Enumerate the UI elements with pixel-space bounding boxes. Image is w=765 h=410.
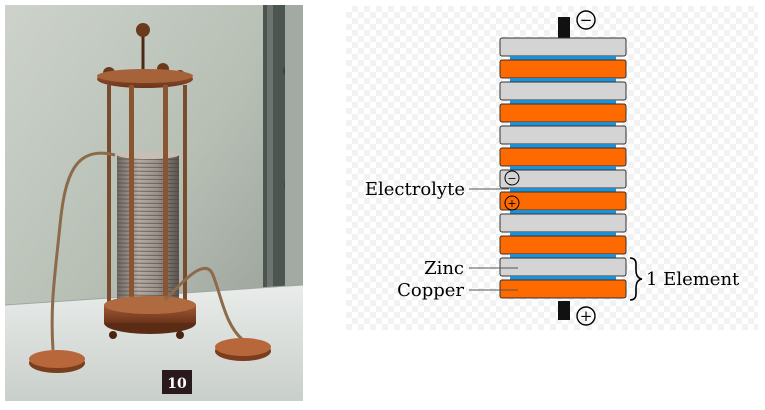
zinc-plate xyxy=(499,257,627,277)
exhibit-number-plaque xyxy=(162,370,192,394)
disc-line xyxy=(116,218,180,220)
disc-line xyxy=(116,266,180,268)
positive-terminal-symbol: + xyxy=(576,306,596,326)
copper-plate xyxy=(499,59,627,79)
cabinet-frame xyxy=(263,5,285,305)
glass-shelf xyxy=(5,285,303,401)
zinc-plate xyxy=(499,213,627,233)
disc-line xyxy=(116,210,180,212)
disc-stack xyxy=(116,151,180,307)
disc-line xyxy=(116,290,180,292)
disc-line xyxy=(116,234,180,236)
electrolyte-layer xyxy=(510,254,616,259)
disc-line xyxy=(116,226,180,228)
disc-line xyxy=(116,238,180,240)
disc-line xyxy=(116,186,180,188)
copper-plate xyxy=(499,235,627,255)
glass-rod xyxy=(163,85,168,310)
disc-line xyxy=(116,274,180,276)
diagram-svg: − + − + Electrolyte Zinc Copper 1 Elemen… xyxy=(346,6,758,330)
svg-text:−: − xyxy=(507,172,516,185)
disc-line xyxy=(116,202,180,204)
electrolyte-layer xyxy=(510,100,616,105)
copper-label: Copper xyxy=(397,280,464,301)
disc-line xyxy=(116,178,180,180)
disc-line xyxy=(116,230,180,232)
cell-stack xyxy=(499,37,627,299)
copper-plate xyxy=(499,147,627,167)
electrolyte-layer xyxy=(510,56,616,61)
disc-line xyxy=(116,170,180,172)
disc-line xyxy=(116,254,180,256)
disc-line xyxy=(116,162,180,164)
disc-line xyxy=(116,258,180,260)
disc-line xyxy=(116,222,180,224)
negative-terminal xyxy=(558,17,570,39)
disc-line xyxy=(116,158,180,160)
disc-line xyxy=(116,182,180,184)
voltaic-pile-photo: 10 xyxy=(4,5,304,401)
electrolyte-layer xyxy=(510,276,616,281)
copper-plate xyxy=(499,103,627,123)
electrolyte-layer xyxy=(510,144,616,149)
disc-line xyxy=(116,286,180,288)
zinc-plate xyxy=(499,125,627,145)
disc-line xyxy=(116,194,180,196)
disc-line xyxy=(116,206,180,208)
exhibit-number: 10 xyxy=(167,376,187,392)
electrolyte-layer xyxy=(510,188,616,193)
svg-text:+: + xyxy=(580,307,593,325)
disc-line xyxy=(116,278,180,280)
electrolyte-layer xyxy=(510,166,616,171)
right-wire xyxy=(163,266,245,342)
electrolyte-layer xyxy=(510,232,616,237)
electrolyte-label: Electrolyte xyxy=(365,179,465,200)
top-knob xyxy=(136,23,150,37)
electrolyte-layer xyxy=(510,122,616,127)
disc-line xyxy=(116,166,180,168)
disc-line xyxy=(116,190,180,192)
positive-terminal xyxy=(558,301,570,320)
disc-line xyxy=(116,242,180,244)
disc-line xyxy=(116,270,180,272)
svg-text:+: + xyxy=(507,197,516,210)
element-brace xyxy=(629,257,643,301)
electrolyte-plus-symbol: + xyxy=(504,195,520,211)
disc-line xyxy=(116,282,180,284)
glass-rod xyxy=(129,85,134,310)
electrolyte-layer xyxy=(510,78,616,83)
zinc-plate xyxy=(499,81,627,101)
electrolyte-layer xyxy=(510,210,616,215)
copper-plate xyxy=(499,279,627,299)
voltaic-pile-diagram: − + − + Electrolyte Zinc Copper 1 Elemen… xyxy=(346,0,760,406)
disc-line xyxy=(116,174,180,176)
disc-line xyxy=(116,250,180,252)
zinc-plate xyxy=(499,37,627,57)
photo-illustration: 10 xyxy=(4,5,304,401)
disc-line xyxy=(116,214,180,216)
disc-line xyxy=(116,198,180,200)
disc-line xyxy=(116,246,180,248)
left-wire xyxy=(50,151,116,351)
element-label: 1 Element xyxy=(646,269,740,290)
negative-terminal-symbol: − xyxy=(576,10,596,30)
zinc-label: Zinc xyxy=(424,258,464,279)
svg-text:−: − xyxy=(580,11,593,29)
disc-line xyxy=(116,262,180,264)
electrolyte-minus-symbol: − xyxy=(504,170,520,186)
